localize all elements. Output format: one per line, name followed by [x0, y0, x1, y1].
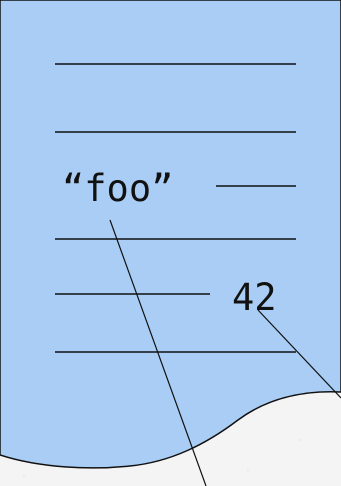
string-pointer-line: [109, 219, 207, 486]
string-literal-label: “foo”: [62, 167, 173, 210]
number-literal-label: 42: [232, 276, 277, 319]
memory-sheet: [0, 0, 341, 469]
number-pointer-line: [257, 309, 341, 399]
